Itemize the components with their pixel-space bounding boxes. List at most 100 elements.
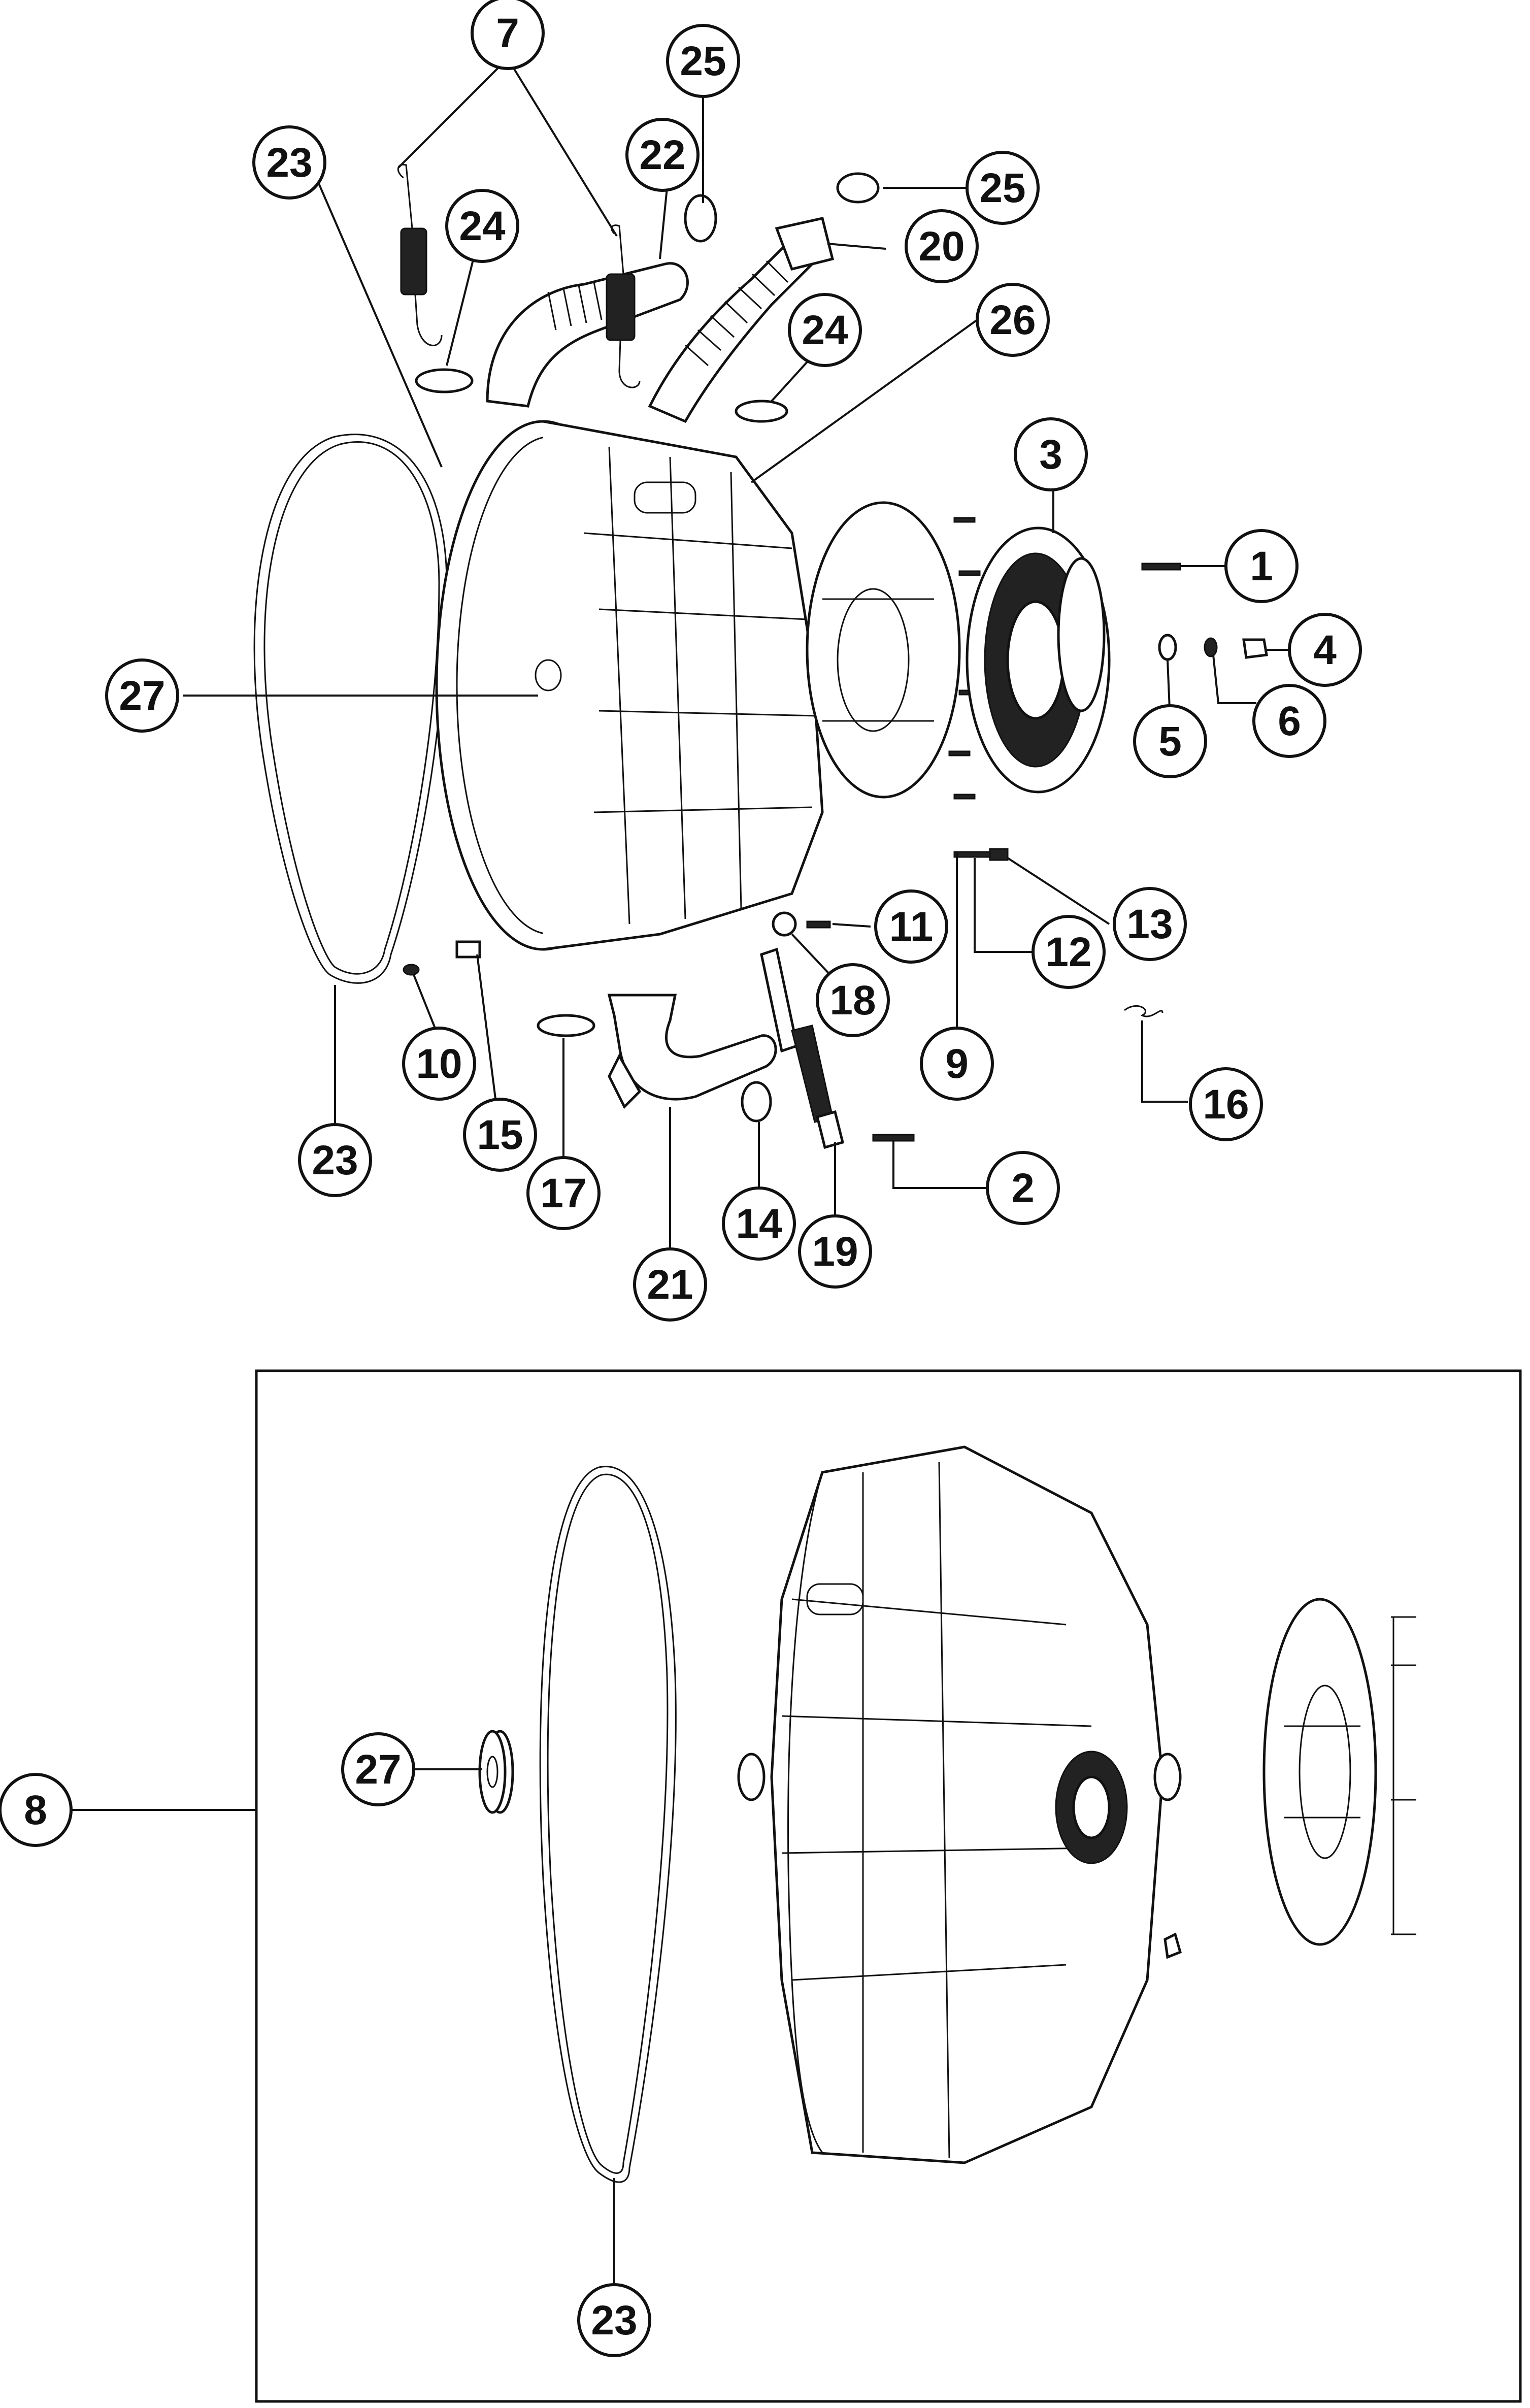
- callout-15: 15: [463, 1098, 537, 1172]
- rear-plate-lower: [1262, 1598, 1377, 1946]
- svg-text:10: 10: [416, 1041, 462, 1087]
- callout-5: 5: [1133, 704, 1207, 778]
- svg-text:27: 27: [355, 1746, 401, 1793]
- hose-clamp-14: [741, 1081, 772, 1123]
- svg-text:23: 23: [312, 1137, 358, 1183]
- bearing-27: [478, 1730, 514, 1814]
- svg-text:8: 8: [24, 1787, 47, 1833]
- cable-tie: [1124, 1005, 1163, 1017]
- svg-text:14: 14: [736, 1201, 782, 1247]
- callout-14: 14: [722, 1186, 796, 1261]
- outer-tub: [770, 1445, 1164, 2164]
- rear-bearing-plate: [806, 501, 961, 799]
- callout-16: 16: [1189, 1067, 1263, 1141]
- suspension-spring-right: [606, 224, 641, 388]
- callout-24a: 24: [445, 189, 519, 263]
- callout-27b: 27: [341, 1732, 415, 1806]
- hose-clamp-22: [684, 194, 717, 243]
- svg-text:26: 26: [989, 297, 1036, 343]
- callout-25a: 25: [666, 24, 740, 98]
- drain-hose-upper: [486, 262, 689, 408]
- leader-lines-upper: [183, 57, 1292, 1259]
- hose-clamp-17: [537, 1014, 595, 1037]
- hose-clamp-24b: [735, 400, 788, 423]
- svg-text:9: 9: [945, 1041, 969, 1087]
- svg-text:25: 25: [979, 165, 1025, 211]
- svg-text:11: 11: [889, 904, 934, 950]
- callout-26: 26: [976, 283, 1050, 357]
- callout-1: 1: [1224, 529, 1299, 603]
- svg-text:23: 23: [591, 2297, 637, 2344]
- rotor-nut: [1242, 638, 1268, 659]
- upper-assembly: [253, 163, 1268, 1149]
- svg-text:18: 18: [829, 977, 876, 1024]
- assembly-8-box: [255, 1369, 1522, 2403]
- tub-boss-right: [1153, 1753, 1182, 1801]
- svg-text:22: 22: [639, 132, 685, 178]
- callout-22: 22: [625, 118, 700, 192]
- callout-21: 21: [633, 1247, 707, 1322]
- small-nut: [1163, 1932, 1182, 1959]
- gasket-ring-upper: [253, 434, 448, 984]
- svg-text:24: 24: [459, 203, 506, 249]
- svg-text:4: 4: [1313, 627, 1337, 673]
- svg-text:20: 20: [918, 223, 964, 270]
- callout-18: 18: [816, 963, 890, 1037]
- washer: [1158, 634, 1177, 661]
- suspension-spring-left: [397, 163, 443, 346]
- screw-10: [403, 964, 420, 976]
- callout-23c: 23: [577, 2283, 651, 2357]
- svg-text:6: 6: [1278, 698, 1301, 744]
- callout-11: 11: [874, 889, 948, 964]
- callout-23a: 23: [252, 125, 326, 200]
- svg-text:12: 12: [1045, 929, 1091, 975]
- svg-text:25: 25: [680, 38, 726, 84]
- gasket-ring-lower: [539, 1466, 677, 2183]
- svg-text:3: 3: [1039, 432, 1062, 478]
- svg-text:23: 23: [266, 140, 312, 186]
- callout-20: 20: [905, 209, 979, 283]
- svg-text:19: 19: [812, 1229, 858, 1275]
- svg-text:15: 15: [477, 1112, 523, 1158]
- callout-25b: 25: [966, 151, 1040, 225]
- callout-10: 10: [402, 1027, 476, 1101]
- svg-text:24: 24: [802, 307, 848, 353]
- callout-13: 13: [1113, 887, 1187, 961]
- svg-text:13: 13: [1126, 901, 1173, 947]
- hose-clamp-24a: [415, 368, 474, 393]
- callout-4: 4: [1288, 613, 1362, 687]
- callout-6: 6: [1252, 684, 1326, 758]
- svg-text:1: 1: [1250, 543, 1273, 589]
- tub-body: [543, 420, 824, 951]
- rotor-bolt: [1141, 563, 1181, 571]
- svg-text:7: 7: [496, 10, 519, 56]
- callout-2: 2: [986, 1151, 1060, 1225]
- svg-text:27: 27: [119, 673, 165, 719]
- lock-washer: [1204, 637, 1218, 657]
- svg-text:2: 2: [1011, 1165, 1035, 1211]
- svg-text:21: 21: [647, 1262, 693, 1308]
- lower-assembly: [478, 1445, 1416, 2183]
- callout-24b: 24: [788, 293, 862, 367]
- callout-3: 3: [1014, 417, 1088, 491]
- clip-15: [455, 940, 481, 959]
- hose-clamp-25: [836, 172, 880, 204]
- callout-17: 17: [526, 1156, 601, 1230]
- screw-11: [806, 920, 831, 929]
- leader-lines-lower: [396, 1768, 615, 2290]
- callout-19: 19: [798, 1214, 872, 1289]
- tub-boss-left: [737, 1753, 766, 1801]
- spring-clip-18: [772, 911, 797, 937]
- callout-9: 9: [920, 1027, 994, 1101]
- callout-7: 7: [471, 0, 545, 70]
- callout-8: 8: [0, 1773, 73, 1847]
- svg-text:5: 5: [1158, 718, 1182, 765]
- callout-23b: 23: [298, 1123, 372, 1197]
- bolt-13: [989, 848, 1009, 861]
- callout-27a: 27: [105, 658, 179, 733]
- callout-12: 12: [1032, 915, 1106, 989]
- bolt-12: [953, 851, 991, 858]
- svg-text:16: 16: [1203, 1081, 1249, 1128]
- shock-damper: [760, 947, 845, 1149]
